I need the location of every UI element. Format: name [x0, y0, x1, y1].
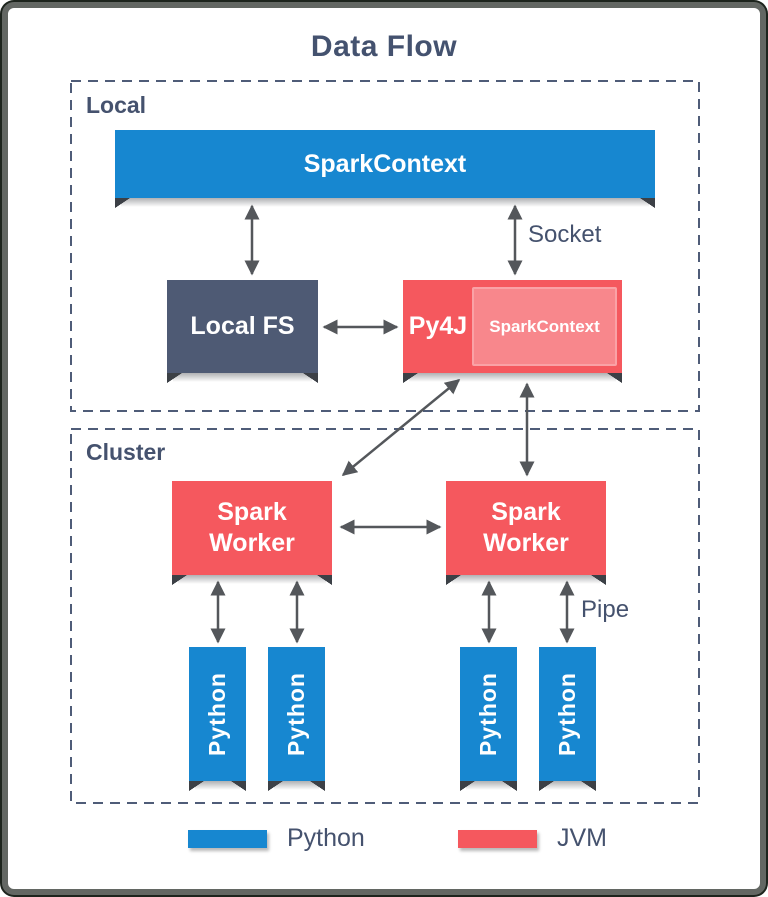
- local-section-label: Local: [86, 92, 147, 118]
- py4j-node: Py4J SparkContext: [403, 280, 622, 383]
- local-fs-label: Local FS: [190, 312, 295, 340]
- pipe-edge-label: Pipe: [581, 596, 630, 623]
- jvm-sparkcontext-node: SparkContext: [472, 287, 617, 366]
- diagram-title: Data Flow: [310, 30, 458, 63]
- jvm-sparkcontext-label: SparkContext: [489, 316, 600, 336]
- python-label-3: Python: [475, 672, 501, 756]
- local-fs-node: Local FS: [167, 280, 318, 383]
- sparkcontext-node: SparkContext: [115, 130, 655, 208]
- py4j-label: Py4J: [408, 312, 468, 340]
- python-node-3: Python: [460, 647, 517, 791]
- legend-label-python: Python: [287, 824, 365, 852]
- spark-worker-node-2: Spark Worker: [446, 481, 606, 585]
- legend-label-jvm: JVM: [557, 824, 607, 852]
- python-label-4: Python: [554, 672, 580, 756]
- arrow-py4j-worker1: [341, 379, 461, 476]
- python-node-2: Python: [268, 647, 325, 791]
- legend-swatch-python: [188, 829, 267, 848]
- spark-worker-label-1: Spark Worker: [209, 497, 295, 557]
- python-label-1: Python: [204, 672, 230, 756]
- sparkcontext-label: SparkContext: [303, 149, 467, 178]
- python-label-2: Python: [283, 672, 309, 756]
- legend-item-jvm: JVM: [458, 824, 607, 853]
- socket-edge-label: Socket: [528, 221, 602, 248]
- arrows: [210, 204, 575, 644]
- cluster-section-label: Cluster: [86, 439, 166, 465]
- spark-worker-label-2: Spark Worker: [483, 497, 569, 557]
- python-node-1: Python: [189, 647, 246, 791]
- python-node-4: Python: [539, 647, 596, 791]
- legend-item-python: Python: [188, 824, 365, 853]
- local-section-border: [70, 80, 700, 412]
- spark-worker-node-1: Spark Worker: [172, 481, 332, 585]
- legend-swatch-jvm: [458, 829, 537, 848]
